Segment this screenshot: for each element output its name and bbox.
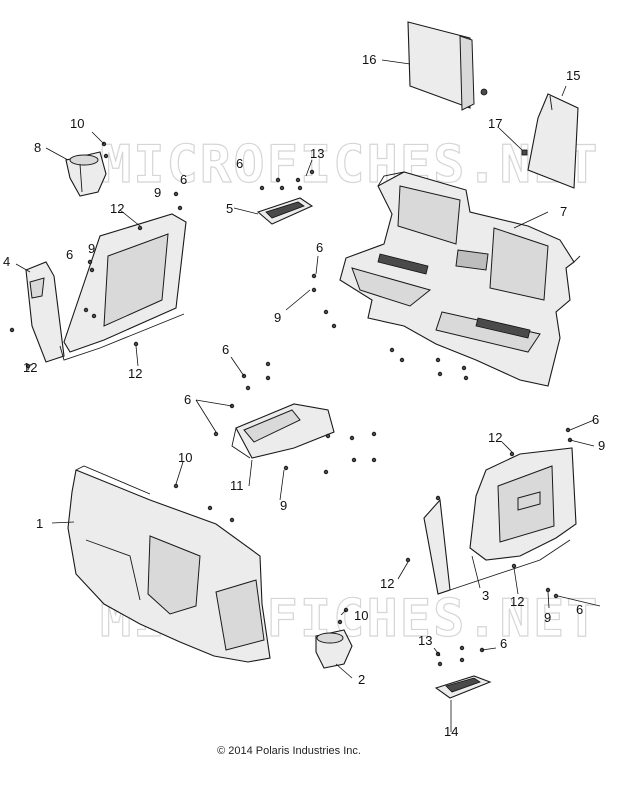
- part-3-door-frame-right: [423, 447, 577, 595]
- callout-6-e: 6: [222, 342, 229, 357]
- callout-12-c: 12: [128, 366, 142, 381]
- callout-9-d: 9: [280, 498, 287, 513]
- callout-12-d: 12: [488, 430, 502, 445]
- part-17-fasteners: [480, 88, 528, 156]
- callout-6-i: 6: [500, 636, 507, 651]
- callout-6-b: 6: [180, 172, 187, 187]
- callout-9-c: 9: [274, 310, 281, 325]
- callout-6-d: 6: [316, 240, 323, 255]
- callout-6-g: 6: [592, 412, 599, 427]
- callout-7: 7: [560, 204, 567, 219]
- callout-17: 17: [488, 116, 502, 131]
- part-12-door-frame-left: [59, 213, 187, 361]
- callout-2: 2: [358, 672, 365, 687]
- callout-6-f: 6: [184, 392, 191, 407]
- callout-10-a: 10: [70, 116, 84, 131]
- callout-15: 15: [566, 68, 580, 83]
- callout-1: 1: [36, 516, 43, 531]
- part-2-cupholder: [315, 629, 353, 669]
- callout-12-f: 12: [510, 594, 524, 609]
- callout-4: 4: [3, 254, 10, 269]
- callouts: 1 2 3 4 5 7 8 11 14 15 16 17 10 10 10 13…: [3, 52, 605, 739]
- callout-12-e: 12: [380, 576, 394, 591]
- callout-14: 14: [444, 724, 458, 739]
- callout-6-a: 6: [236, 156, 243, 171]
- callout-3: 3: [482, 588, 489, 603]
- callout-11: 11: [230, 478, 244, 493]
- callout-9-e: 9: [598, 438, 605, 453]
- callout-9-b: 9: [88, 241, 95, 256]
- part-15-panel: [527, 93, 579, 189]
- callout-12-a: 12: [110, 201, 124, 216]
- part-14-step: [434, 675, 492, 699]
- watermark-top: MICROFICHES.NET: [100, 135, 600, 195]
- callout-9-f: 9: [544, 610, 551, 625]
- part-4-door-panel: [25, 261, 65, 363]
- callout-6-h: 6: [576, 602, 583, 617]
- callout-9-a: 9: [154, 185, 161, 200]
- part-8-cupholder: [65, 151, 107, 197]
- callout-8: 8: [34, 140, 41, 155]
- callout-10-b: 10: [178, 450, 192, 465]
- part-1-side-panel: [67, 465, 271, 663]
- callout-6-c: 6: [66, 247, 73, 262]
- callout-5: 5: [226, 201, 233, 216]
- leader-lines: [15, 59, 601, 732]
- callout-13-a: 13: [310, 146, 324, 161]
- part-7-floor: [339, 171, 581, 387]
- part-16-panel: [407, 21, 475, 111]
- part-5-step: [256, 197, 314, 225]
- fastener-group: [9, 141, 573, 667]
- callout-10-c: 10: [354, 608, 368, 623]
- copyright-text: © 2014 Polaris Industries Inc.: [217, 745, 361, 757]
- callout-16: 16: [362, 52, 376, 67]
- callout-13-b: 13: [418, 633, 432, 648]
- part-11-bracket: [231, 403, 335, 459]
- callout-12-b: 12: [23, 360, 37, 375]
